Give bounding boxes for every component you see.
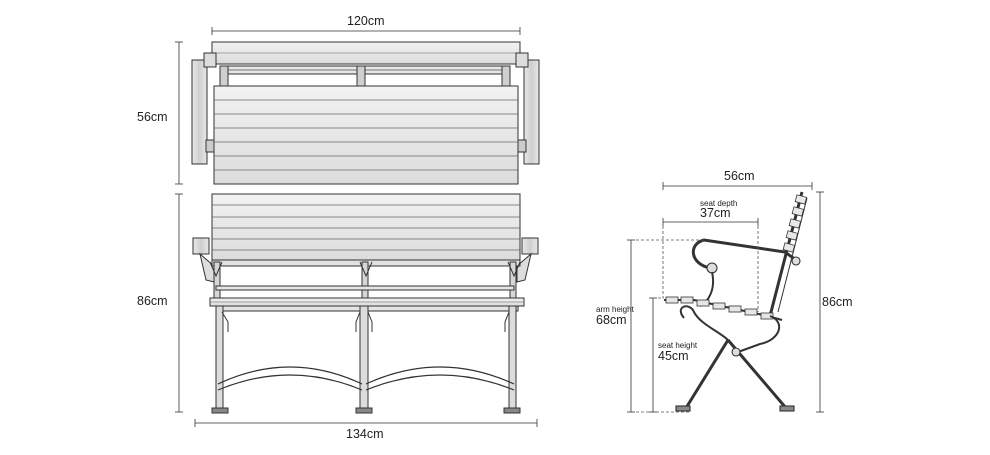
seat-depth-caption: seat depth <box>700 199 738 208</box>
seat-height-value: 45cm <box>658 349 689 363</box>
dimension-lines <box>175 27 824 427</box>
arm-height-caption: arm height <box>596 305 634 314</box>
top-left-armrest <box>191 59 208 165</box>
guide-lines <box>631 226 759 413</box>
top-right-armrest <box>523 59 540 165</box>
top-seat <box>213 85 519 185</box>
side-view <box>664 191 808 412</box>
front-left-armrest <box>192 237 210 255</box>
arm-height-value: 68cm <box>596 313 627 327</box>
front-view <box>192 193 539 414</box>
top-width-label: 120cm <box>347 14 385 28</box>
side-height-label: 86cm <box>822 295 853 309</box>
top-view <box>191 41 540 185</box>
seat-height-caption: seat height <box>658 341 698 350</box>
seat-depth-value: 37cm <box>700 206 731 220</box>
front-right-armrest <box>521 237 539 255</box>
side-depth-label: 56cm <box>724 169 755 183</box>
overall-width-label: 134cm <box>346 427 384 441</box>
front-height-label: 86cm <box>137 294 168 308</box>
top-depth-label: 56cm <box>137 110 168 124</box>
